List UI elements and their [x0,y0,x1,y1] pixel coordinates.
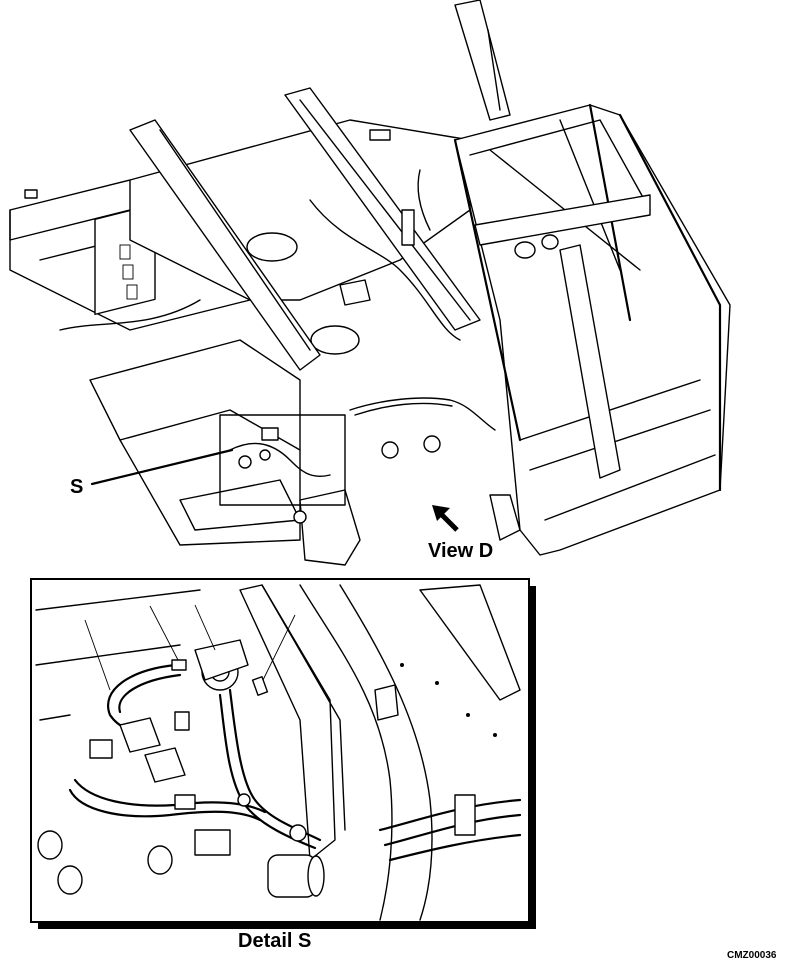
figure-code: CMZ00036 [727,950,777,961]
detail-title: Detail S [238,930,312,952]
detail-s-region [219,414,346,506]
view-d-label: View D [428,540,494,562]
chassis-frame [9,0,731,566]
s-leader-line [90,448,234,486]
detail-callout-label: S [70,476,84,498]
detail-s-contents [229,427,331,477]
detail-s-panel [30,578,536,929]
arrow-up-left-icon [432,505,459,532]
